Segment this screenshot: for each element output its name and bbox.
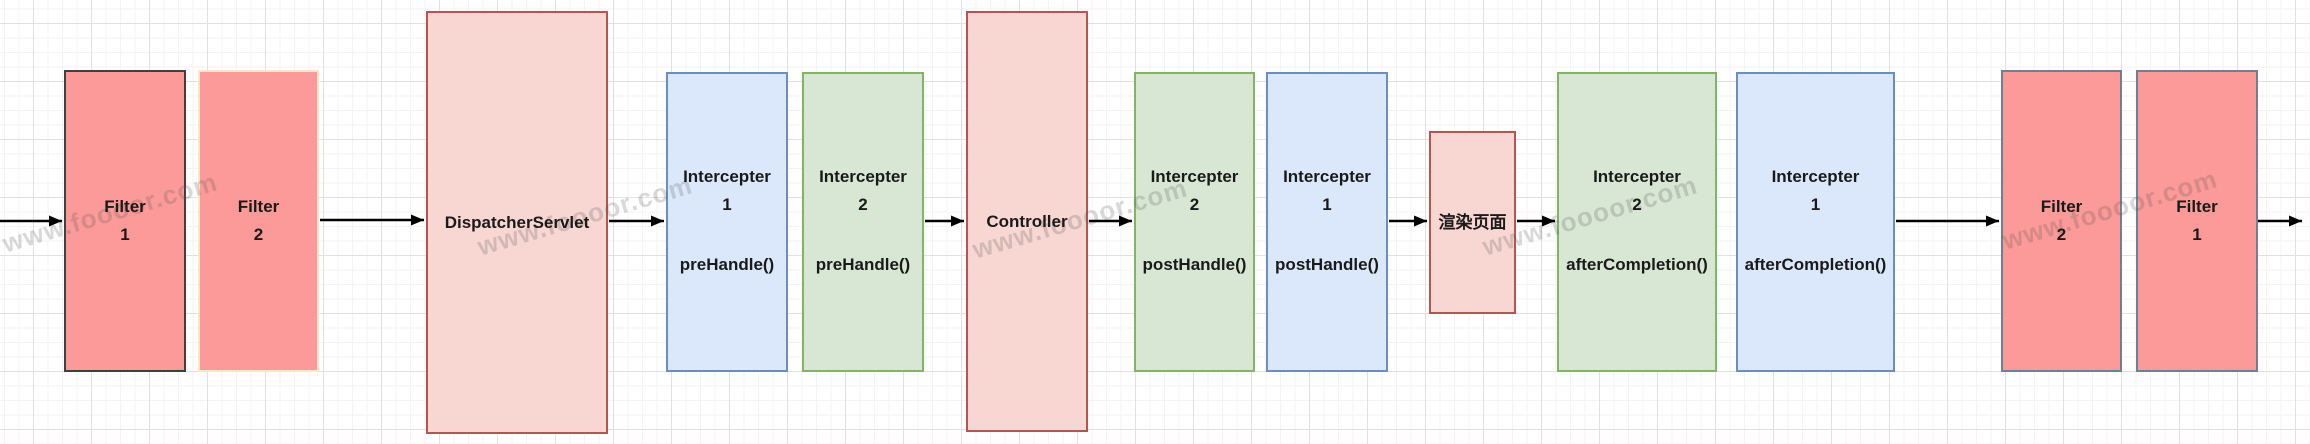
node-filter-1-request: Filter 1 [64, 70, 186, 372]
node-title: Intercepter 1 [1283, 167, 1371, 214]
node-label: DispatcherServlet [444, 212, 590, 232]
node-interceptor-2-aftercompletion: Intercepter 2 afterCompletion() [1557, 72, 1717, 372]
node-label: Filter 1 [104, 197, 146, 244]
node-method: preHandle() [815, 255, 911, 274]
node-label: Filter 2 [2040, 197, 2083, 244]
node-interceptor-2-posthandle: Intercepter 2 postHandle() [1134, 72, 1255, 372]
node-interceptor-1-prehandle: Intercepter 1 preHandle() [666, 72, 788, 372]
node-controller: Controller [966, 11, 1088, 432]
node-method: afterCompletion() [1566, 255, 1708, 274]
node-title: Intercepter 2 [1593, 167, 1681, 214]
node-title: Intercepter 2 [1150, 167, 1239, 214]
node-dispatcher-servlet: DispatcherServlet [426, 11, 608, 434]
node-label: Controller [986, 211, 1068, 231]
node-title: Intercepter 1 [683, 167, 771, 214]
node-render-page: 渲染页面 [1429, 131, 1516, 314]
node-label: Filter 1 [2176, 197, 2218, 244]
node-title: Intercepter 2 [819, 167, 907, 214]
node-method: afterCompletion() [1744, 255, 1887, 274]
node-method: postHandle() [1142, 255, 1247, 274]
node-filter-2-request: Filter 2 [198, 70, 319, 372]
node-label: Filter 2 [237, 197, 280, 244]
node-interceptor-1-aftercompletion: Intercepter 1 afterCompletion() [1736, 72, 1895, 372]
node-label: 渲染页面 [1438, 212, 1507, 232]
node-interceptor-1-posthandle: Intercepter 1 postHandle() [1266, 72, 1388, 372]
node-method: preHandle() [679, 255, 775, 274]
node-method: postHandle() [1275, 255, 1379, 274]
node-filter-1-response: Filter 1 [2136, 70, 2258, 372]
node-title: Intercepter 1 [1771, 167, 1860, 214]
node-filter-2-response: Filter 2 [2001, 70, 2122, 372]
node-interceptor-2-prehandle: Intercepter 2 preHandle() [802, 72, 924, 372]
